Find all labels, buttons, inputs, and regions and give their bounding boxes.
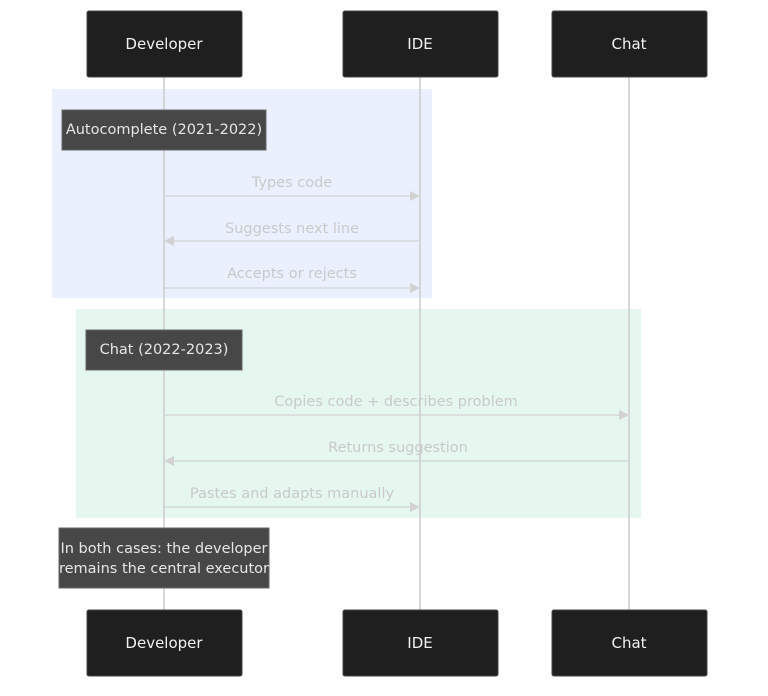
message-label: Accepts or rejects <box>227 266 357 282</box>
actor-label: Developer <box>125 35 203 53</box>
actor-chat-bottom: Chat <box>551 609 708 677</box>
final-note: In both cases: the developer remains the… <box>58 527 270 589</box>
message-returns-suggestion: Returns suggestion <box>164 440 629 466</box>
actor-label: Chat <box>611 35 646 53</box>
actor-label: Chat <box>611 634 646 652</box>
message-accepts-or-rejects: Accepts or rejects <box>164 266 420 293</box>
actor-ide-top: IDE <box>342 10 499 78</box>
actor-chat-top: Chat <box>551 10 708 78</box>
message-copies-code: Copies code + describes problem <box>164 394 629 420</box>
actor-label: IDE <box>407 634 432 652</box>
message-label: Types code <box>251 175 333 191</box>
message-label: Suggests next line <box>225 221 359 237</box>
actor-developer-bottom: Developer <box>86 609 243 677</box>
message-label: Returns suggestion <box>328 440 468 456</box>
final-note-line-2: remains the central executor <box>59 561 269 577</box>
message-types-code: Types code <box>164 175 420 201</box>
message-suggests-next-line: Suggests next line <box>164 221 420 246</box>
section-label-autocomplete: Autocomplete (2021-2022) <box>61 109 267 151</box>
actor-developer-top: Developer <box>86 10 243 78</box>
message-label: Pastes and adapts manually <box>190 486 395 502</box>
section-label-chat: Chat (2022-2023) <box>85 329 243 371</box>
actor-ide-bottom: IDE <box>342 609 499 677</box>
message-label: Copies code + describes problem <box>274 394 518 410</box>
actor-label: Developer <box>125 634 203 652</box>
final-note-line-1: In both cases: the developer <box>60 541 267 557</box>
actor-label: IDE <box>407 35 432 53</box>
message-pastes-and-adapts: Pastes and adapts manually <box>164 486 420 512</box>
section-label-autocomplete-text: Autocomplete (2021-2022) <box>66 122 262 138</box>
section-label-chat-text: Chat (2022-2023) <box>100 342 229 358</box>
